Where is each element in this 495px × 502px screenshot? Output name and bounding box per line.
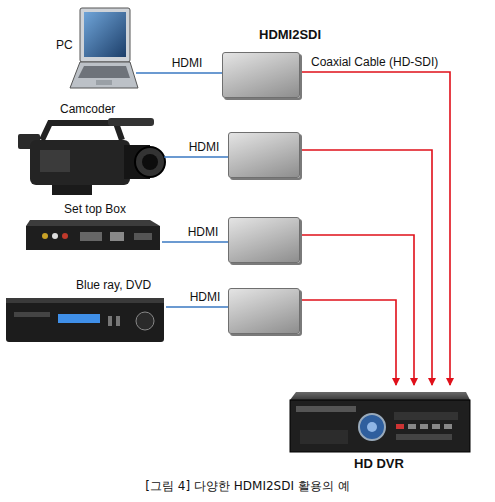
- hdmi-cable: [162, 241, 228, 243]
- hdmi-cable: [166, 306, 228, 308]
- device-label: PC: [56, 38, 73, 52]
- device-label: Blue ray, DVD: [76, 278, 151, 292]
- device-heading: HDMI2SDI: [259, 28, 321, 42]
- cable-label: HDMI: [189, 290, 222, 304]
- converter-box: [228, 132, 300, 178]
- converter-box: [228, 288, 300, 334]
- device-label: Camcoder: [60, 102, 115, 116]
- coaxial-cable: [300, 72, 450, 385]
- cable-label: HDMI: [188, 140, 221, 154]
- set-top-box-device: Set top Box: [22, 200, 162, 254]
- dvr-device: HD DVR: [287, 385, 471, 475]
- coaxial-cable: [300, 235, 414, 385]
- device-heading: HD DVR: [287, 457, 471, 471]
- dvr-illustration: [290, 392, 470, 452]
- pc-device: PC: [50, 4, 136, 96]
- laptop-illustration: [70, 8, 138, 88]
- cable-label: Coaxial Cable (HD-SDI): [310, 55, 439, 69]
- coaxial-cable: [300, 150, 432, 385]
- bluray-device: Blue ray, DVD: [4, 278, 166, 348]
- cable-label: HDMI: [171, 56, 204, 70]
- camcorder-device: Camcoder: [14, 100, 164, 202]
- set-top-box-illustration: [26, 220, 160, 250]
- coaxial-cable: [300, 300, 396, 385]
- figure-caption: [그림 4] 다양한 HDMI2SDI 활용의 예: [0, 478, 495, 495]
- camcorder-illustration: [18, 118, 165, 195]
- device-label: Set top Box: [64, 202, 126, 216]
- converter-box: [228, 217, 300, 263]
- hdmi-cable: [136, 72, 222, 74]
- bluray-player-illustration: [6, 298, 164, 342]
- cable-label: HDMI: [187, 225, 220, 239]
- hdmi-cable: [164, 156, 228, 158]
- converter-box: HDMI2SDI: [222, 52, 300, 98]
